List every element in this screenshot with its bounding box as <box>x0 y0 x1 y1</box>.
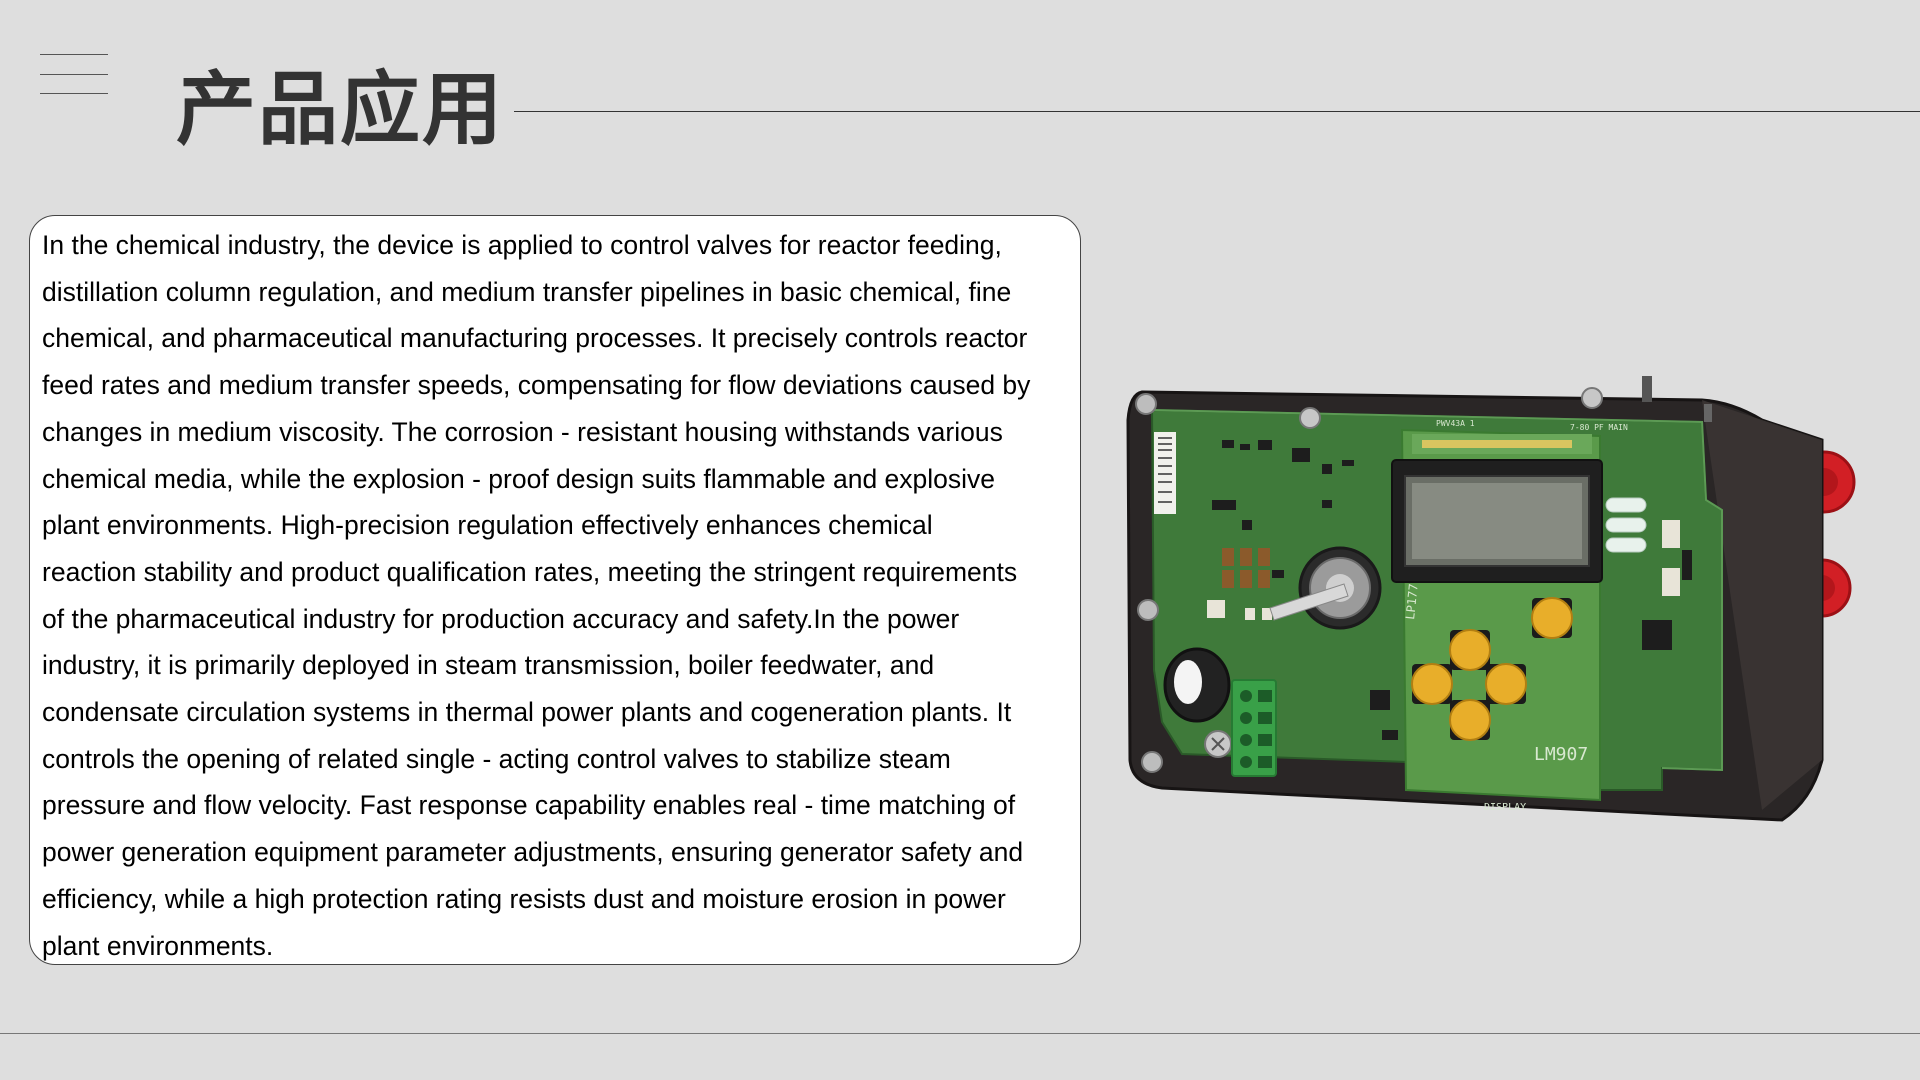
application-description: In the chemical industry, the device is … <box>42 222 1068 969</box>
application-text-box: In the chemical industry, the device is … <box>29 215 1081 965</box>
text-line: industry, it is primarily deployed in st… <box>42 650 935 681</box>
keypad-buttons <box>1411 597 1573 741</box>
title-divider <box>514 111 1920 112</box>
page-title: 产品应用 <box>176 63 504 156</box>
text-line: condensate circulation systems in therma… <box>42 697 1012 728</box>
text-line: feed rates and medium transfer speeds, c… <box>42 370 1031 401</box>
pcb-label-part: PWV43A 1 <box>1436 419 1475 428</box>
text-line: In the chemical industry, the device is … <box>42 230 1002 260</box>
text-line: pressure and flow velocity. Fast respons… <box>42 790 1016 821</box>
text-line: distillation column regulation, and medi… <box>42 276 1012 307</box>
text-line: chemical media, while the explosion - pr… <box>42 463 996 494</box>
text-line: reaction stability and product qualifica… <box>42 556 1018 587</box>
led-light-guides <box>1605 497 1647 553</box>
pcb-label-display: DISPLAY <box>1484 802 1526 813</box>
text-line: chemical, and pharmaceutical manufacturi… <box>42 323 1028 354</box>
footer-divider <box>0 1033 1920 1034</box>
terminal-block <box>1231 679 1277 777</box>
pcb-label-main: 7-80 PF MAIN <box>1570 423 1628 432</box>
pcb-label-module: LM907 <box>1534 744 1588 765</box>
text-line: of the pharmaceutical industry for produ… <box>42 603 960 634</box>
text-line: plant environments. <box>42 930 274 961</box>
positioner-product-image: PWV43A 1 7-80 PF MAIN LP177 LM907 DISPLA… <box>1126 376 1856 822</box>
text-line: controls the opening of related single -… <box>42 743 951 774</box>
text-line: power generation equipment parameter adj… <box>42 837 1024 868</box>
menu-icon[interactable] <box>40 54 108 94</box>
text-line: efficiency, while a high protection rati… <box>42 883 1006 914</box>
text-line: changes in medium viscosity. The corrosi… <box>42 416 1003 447</box>
menu-line <box>40 54 108 55</box>
menu-line <box>40 74 108 75</box>
feedback-shaft <box>1269 546 1382 630</box>
menu-line <box>40 93 108 94</box>
text-line: plant environments. High-precision regul… <box>42 510 933 541</box>
barcode-sticker <box>1154 432 1176 514</box>
pcb-label-board: LP177 <box>1403 583 1421 620</box>
